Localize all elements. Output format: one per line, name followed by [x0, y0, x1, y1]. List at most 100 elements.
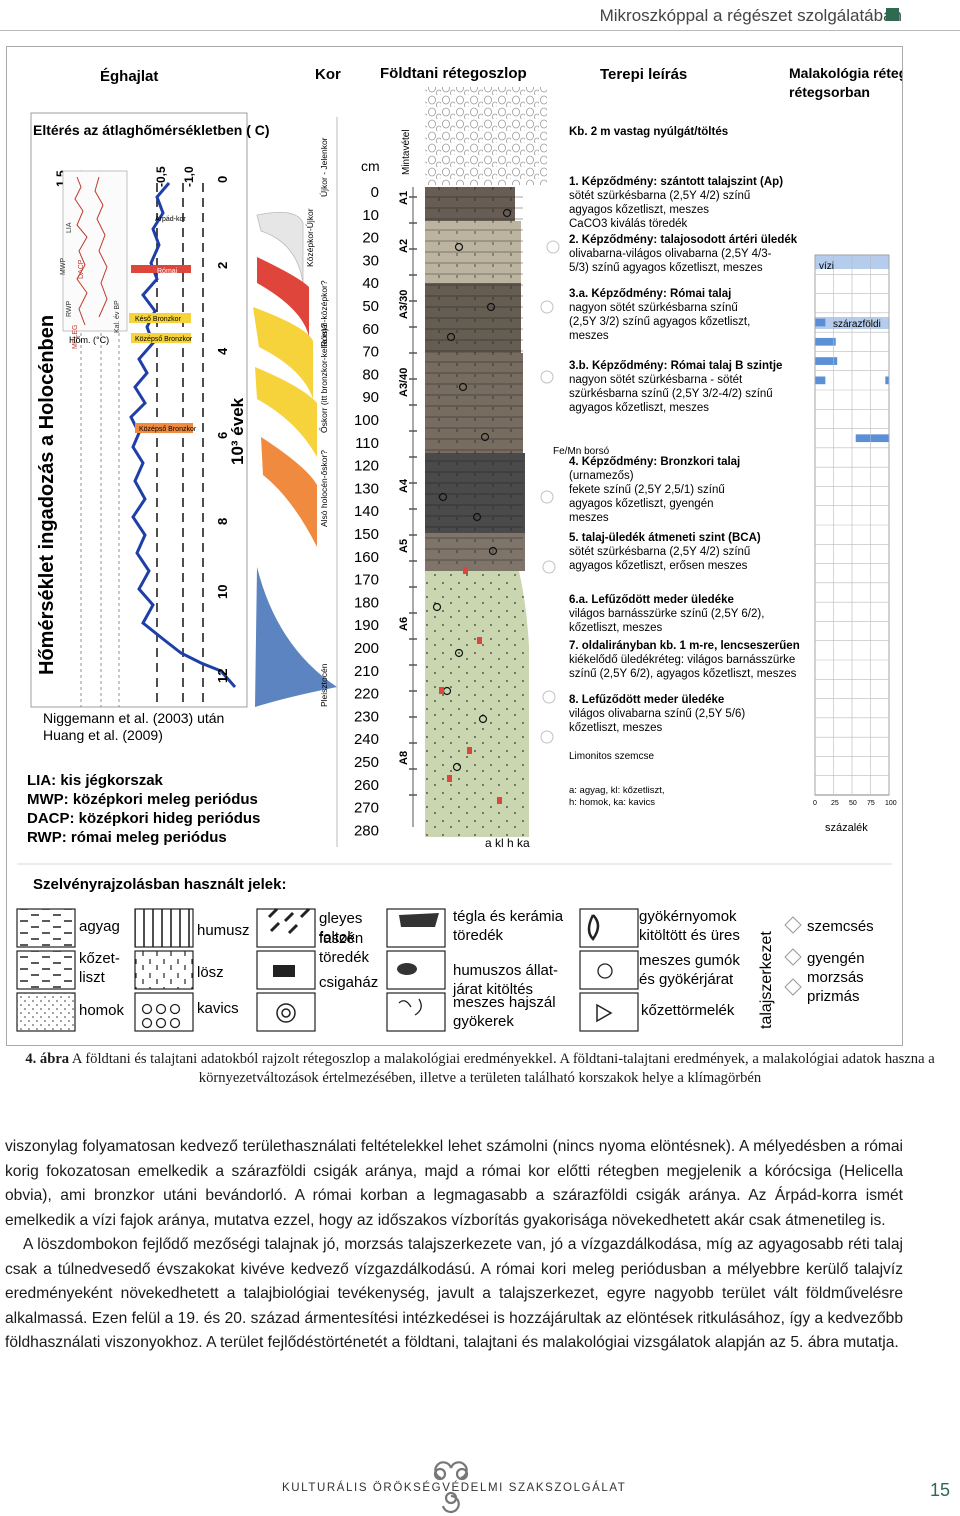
aquatic-bar [815, 357, 838, 365]
legend-label: gyökerek [453, 1013, 514, 1030]
period-roman [131, 265, 191, 273]
legend-label: kőzettörmelék [641, 1002, 735, 1019]
depth-tick: 160 [354, 549, 379, 566]
legend-label: gleyes [319, 910, 362, 927]
sample-id: A6 [398, 617, 410, 631]
depth-tick: 250 [354, 754, 379, 771]
aquatic-bar [815, 337, 836, 346]
svg-text:Árpád-kor: Árpád-kor [155, 214, 186, 223]
malacology-tick: 25 [831, 800, 839, 807]
legend-label: kőzet- [79, 950, 120, 967]
abbrev-line: RWP: római meleg periódus [27, 829, 227, 846]
deviation-tick: -0,5 [154, 166, 168, 187]
malacology-tick: 50 [849, 800, 857, 807]
legend-swatch [386, 992, 446, 1032]
legend-swatch [134, 950, 194, 990]
kyr-tick: 2 [215, 262, 230, 269]
aquatic-bar [815, 376, 826, 385]
climate-vertical-title: Hőmérséklet ingadozás a Holocénben [36, 315, 58, 675]
label-terrestrial: szárazföldi [833, 319, 881, 330]
field-note-line: kőzetliszt, meszes [569, 622, 663, 634]
field-note-line: világos barnásszürke színű (2,5Y 6/2), [569, 608, 764, 620]
depth-tick: 50 [362, 298, 379, 315]
legend-label: meszes gumók [639, 952, 740, 969]
field-note-line: 5/3) színű agyagos kőzetliszt, meszes [569, 262, 763, 274]
abbrev-line: MWP: középkori meleg periódus [27, 791, 258, 808]
grain-legend-1: a: agyag, kl: kőzetliszt, [569, 785, 665, 796]
age-period: Őskorr (itt bronzkor-kelta is)? [319, 323, 329, 433]
terrestrial-bar [885, 376, 889, 385]
depth-tick: 80 [362, 366, 379, 383]
age-period: Pleisztocén [319, 663, 329, 707]
svg-text:RWP: RWP [66, 300, 73, 317]
label-aquatic: vízi [819, 261, 834, 272]
kyr-tick: 10 [215, 585, 230, 599]
legend-label: agyag [79, 918, 120, 935]
field-note-line: sötét szürkésbarna (2,5Y 4/2) színű [569, 190, 750, 202]
footer-org: KULTURÁLIS ÖRÖKSÉGVÉDELMI SZAKSZOLGÁLAT [282, 1482, 627, 1494]
legend-label: kitöltött és üres [639, 927, 740, 944]
source-line: Niggemann et al. (2003) után [43, 710, 224, 726]
legend-label: morzsás [807, 969, 864, 986]
sample-id: A3/40 [398, 368, 410, 397]
malacology-tick: 0 [813, 800, 817, 807]
field-note-title: 6.a. Lefűződött meder üledéke [569, 594, 734, 606]
legend-label: kavics [197, 1000, 239, 1017]
legend-label: tégla és kerámia [453, 908, 564, 925]
paragraph-2: A löszdombokon fejlődő mezőségi talajnak… [5, 1236, 903, 1351]
legend-label: gyökérnyomok [639, 908, 737, 925]
depth-tick: 120 [354, 458, 379, 475]
depth-tick: 180 [354, 594, 379, 611]
field-note-line: agyagos kőzetliszt, meszes [569, 402, 709, 414]
aquatic-bar [815, 318, 826, 327]
legend-swatch [256, 908, 316, 948]
svg-text:DACP: DACP [78, 259, 85, 279]
sample-id: A4 [398, 478, 410, 493]
svg-text:Római: Római [157, 268, 178, 275]
sample-id: A3/30 [398, 290, 410, 319]
depth-tick: 230 [354, 708, 379, 725]
figure-4: Éghajlat Kor Földtani rétegoszlop Terepi… [6, 46, 903, 1046]
depth-tick: 150 [354, 526, 379, 543]
sample-id: A2 [398, 239, 410, 253]
field-note-line: fekete színű (2,5Y 2,5/1) színű [569, 484, 725, 496]
depth-tick: 210 [354, 663, 379, 680]
age-periods: Újkor - JelenkorKözépkor-ÚjkorRómai-közé… [305, 137, 329, 707]
depth-tick: 110 [355, 435, 379, 452]
field-note-title: 3.a. Képződmény: Római talaj [569, 288, 731, 300]
legend-swatch [16, 992, 76, 1032]
limonit-note: Limonitos szemcse [569, 751, 654, 762]
field-note-line: meszes [569, 330, 609, 342]
kyr-tick: 8 [215, 518, 230, 525]
depth-tick: 100 [354, 412, 379, 429]
legend-label: töredék [453, 927, 504, 944]
body-text: viszonylag folyamatosan kedvező területh… [5, 1135, 903, 1356]
svg-text:MWP: MWP [60, 258, 67, 275]
caption-text: A földtani és talajtani adatokból rajzol… [69, 1051, 935, 1086]
legend-label: szemcsés [807, 918, 874, 935]
depth-tick: 270 [354, 800, 379, 817]
period-late-bronze [129, 313, 191, 323]
col-header-malacology: Malakológia rétegsorban [789, 65, 902, 81]
field-note-line: meszes [569, 512, 609, 524]
svg-text:Középső Bronzkor: Középső Bronzkor [139, 426, 197, 433]
malacology-tick: 75 [867, 800, 875, 807]
layer-3b [425, 353, 523, 453]
age-period: Római-középkor? [319, 280, 329, 347]
sample-id: A1 [398, 191, 410, 205]
samples-title: Mintavétel [401, 129, 412, 175]
legend-swatch [134, 908, 194, 948]
depth-tick: 190 [354, 617, 379, 634]
abbrev-line: LIA: kis jégkorszak [27, 772, 164, 789]
legend-label: humuszos állat- [453, 962, 558, 979]
depth-tick: 170 [354, 572, 379, 589]
paragraph-1: viszonylag folyamatosan kedvező területh… [5, 1138, 903, 1229]
kyr-tick: 12 [215, 669, 230, 683]
legend-structure: talajszerkezet [758, 931, 775, 1029]
col-header-malacology-2: rétegsorban [789, 84, 870, 100]
sample-id: A5 [398, 539, 410, 553]
legend-label: prizmás [807, 988, 860, 1005]
